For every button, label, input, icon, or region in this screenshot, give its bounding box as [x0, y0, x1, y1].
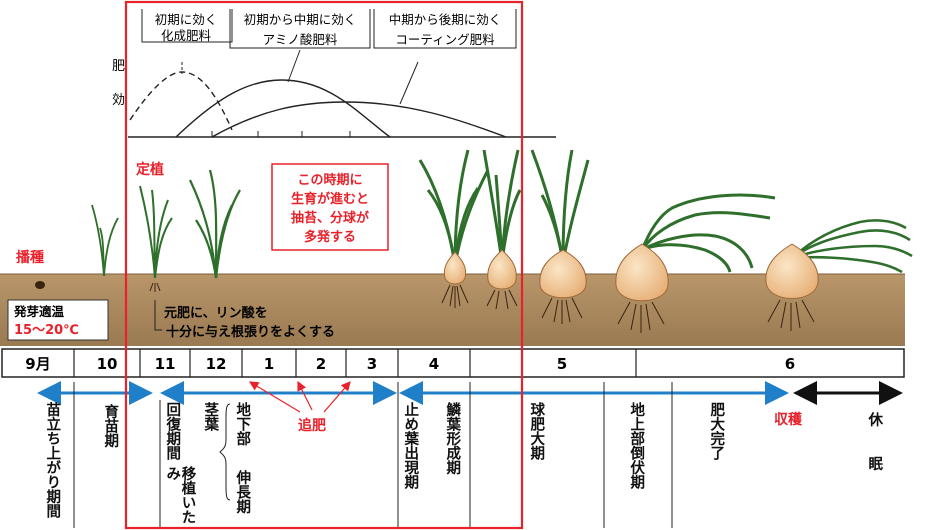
- month-label: 10: [97, 355, 118, 373]
- leader-line: [399, 61, 419, 105]
- callout-line3: 抽苔、分球が: [291, 210, 369, 226]
- growth-brace: [219, 403, 231, 501]
- month-label: 6: [785, 355, 795, 373]
- base-fertilizer-note-line1: 元肥に、リン酸を: [164, 305, 268, 321]
- label-box-coating: [373, 9, 517, 49]
- growing-plant-icon: [189, 169, 241, 279]
- label-box-chemical: [141, 9, 233, 43]
- leaf-stop-period: 止め葉出現期: [402, 402, 419, 489]
- topdressing-markers: 追肥: [248, 380, 351, 434]
- month-label: 1: [264, 355, 274, 373]
- chemical-fertilizer-curve: [129, 71, 233, 131]
- bulb-plant-icon: [530, 149, 590, 324]
- callout-line4: 多発する: [304, 229, 356, 245]
- month-label: 3: [367, 355, 377, 373]
- dormant-label-1: 休: [866, 412, 883, 427]
- germination-temp-box: 発芽適温 15〜20℃: [7, 299, 109, 341]
- bolting-warning-callout: この時期に 生育が進むと 抽苔、分球が 多発する: [271, 163, 389, 251]
- month-label: 4: [429, 355, 439, 373]
- germination-label: 発芽適温: [13, 304, 65, 319]
- fertilizer-axis-label-top: 肥: [112, 59, 125, 74]
- bulb-plant-icon: [615, 193, 776, 333]
- topdressing-label: 追肥: [298, 417, 326, 434]
- sowing-label: 播種: [16, 249, 44, 266]
- enlarge-done-period: 肥大完了: [708, 402, 725, 460]
- bulb-plant-icon: [765, 219, 913, 331]
- month-label: 2: [316, 355, 326, 373]
- month-label: 9月: [25, 355, 50, 373]
- seed-icon: [35, 281, 45, 289]
- dormant-label-2: 眠: [866, 456, 883, 471]
- fertilizer-axis-label-bottom: 効: [112, 93, 125, 108]
- transplant-shock: 移植いたみ: [164, 466, 196, 524]
- amino-fertilizer-label-1: 初期から中期に効く: [244, 12, 357, 27]
- month-label: 12: [206, 355, 227, 373]
- amino-acid-fertilizer-curve: [175, 79, 391, 138]
- highlight-box: [124, 0, 524, 530]
- stem-leaf-label: 茎葉: [202, 402, 219, 431]
- month-timeline: 9月 10 11 12 1 2 3 4 5 6: [1, 348, 905, 378]
- young-plant-icon: [139, 185, 173, 292]
- base-fertilizer-note: 元肥に、リン酸を 十分に与え根張りをよくする: [154, 300, 335, 340]
- underground-label: 地下部: [234, 402, 251, 446]
- nursery-period: 育苗期: [102, 404, 119, 448]
- coating-fertilizer-curve: [211, 101, 507, 138]
- bulbing-plant-icon: [418, 149, 490, 308]
- label-box-amino: [229, 9, 371, 49]
- coating-fertilizer-label-2: コーティング肥料: [395, 32, 495, 47]
- harvest-label: 収穫: [774, 411, 803, 428]
- bulb-enlarge-period: 球肥大期: [528, 402, 545, 460]
- plants: [35, 149, 913, 333]
- base-fertilizer-note-line2: 十分に与え根張りをよくする: [166, 324, 335, 340]
- elongation-period: 伸長期: [234, 470, 251, 514]
- transplant-label: 定植: [136, 161, 164, 178]
- seedling-icon: [91, 204, 119, 277]
- fertilizer-effect-chart: 肥 効 初期に効く 化成肥料 初期から中期に効く アミノ酸肥料 中期から後期に効…: [112, 9, 556, 138]
- leader-line: [287, 49, 301, 83]
- recovery-period: 回復期間: [164, 402, 181, 460]
- month-label: 11: [155, 355, 176, 373]
- coating-fertilizer-label-1: 中期から後期に効く: [389, 12, 502, 27]
- seedling-emergence-period: 苗立ち上がり期間: [44, 402, 61, 518]
- chemical-fertilizer-label-1: 初期に効く: [155, 12, 218, 27]
- chemical-fertilizer-label-2: 化成肥料: [161, 28, 212, 43]
- callout-line2: 生育が進むと: [291, 191, 369, 207]
- bulbing-plant-icon: [482, 149, 522, 310]
- amino-fertilizer-label-2: アミノ酸肥料: [263, 32, 338, 47]
- callout-line1: この時期に: [297, 172, 362, 188]
- leaf-fall-period: 地上部倒伏期: [628, 402, 645, 489]
- germination-temp: 15〜20℃: [14, 323, 79, 338]
- period-separators: [73, 382, 673, 528]
- scale-leaf-period: 鱗葉形成期: [444, 402, 461, 475]
- month-label: 5: [557, 355, 567, 373]
